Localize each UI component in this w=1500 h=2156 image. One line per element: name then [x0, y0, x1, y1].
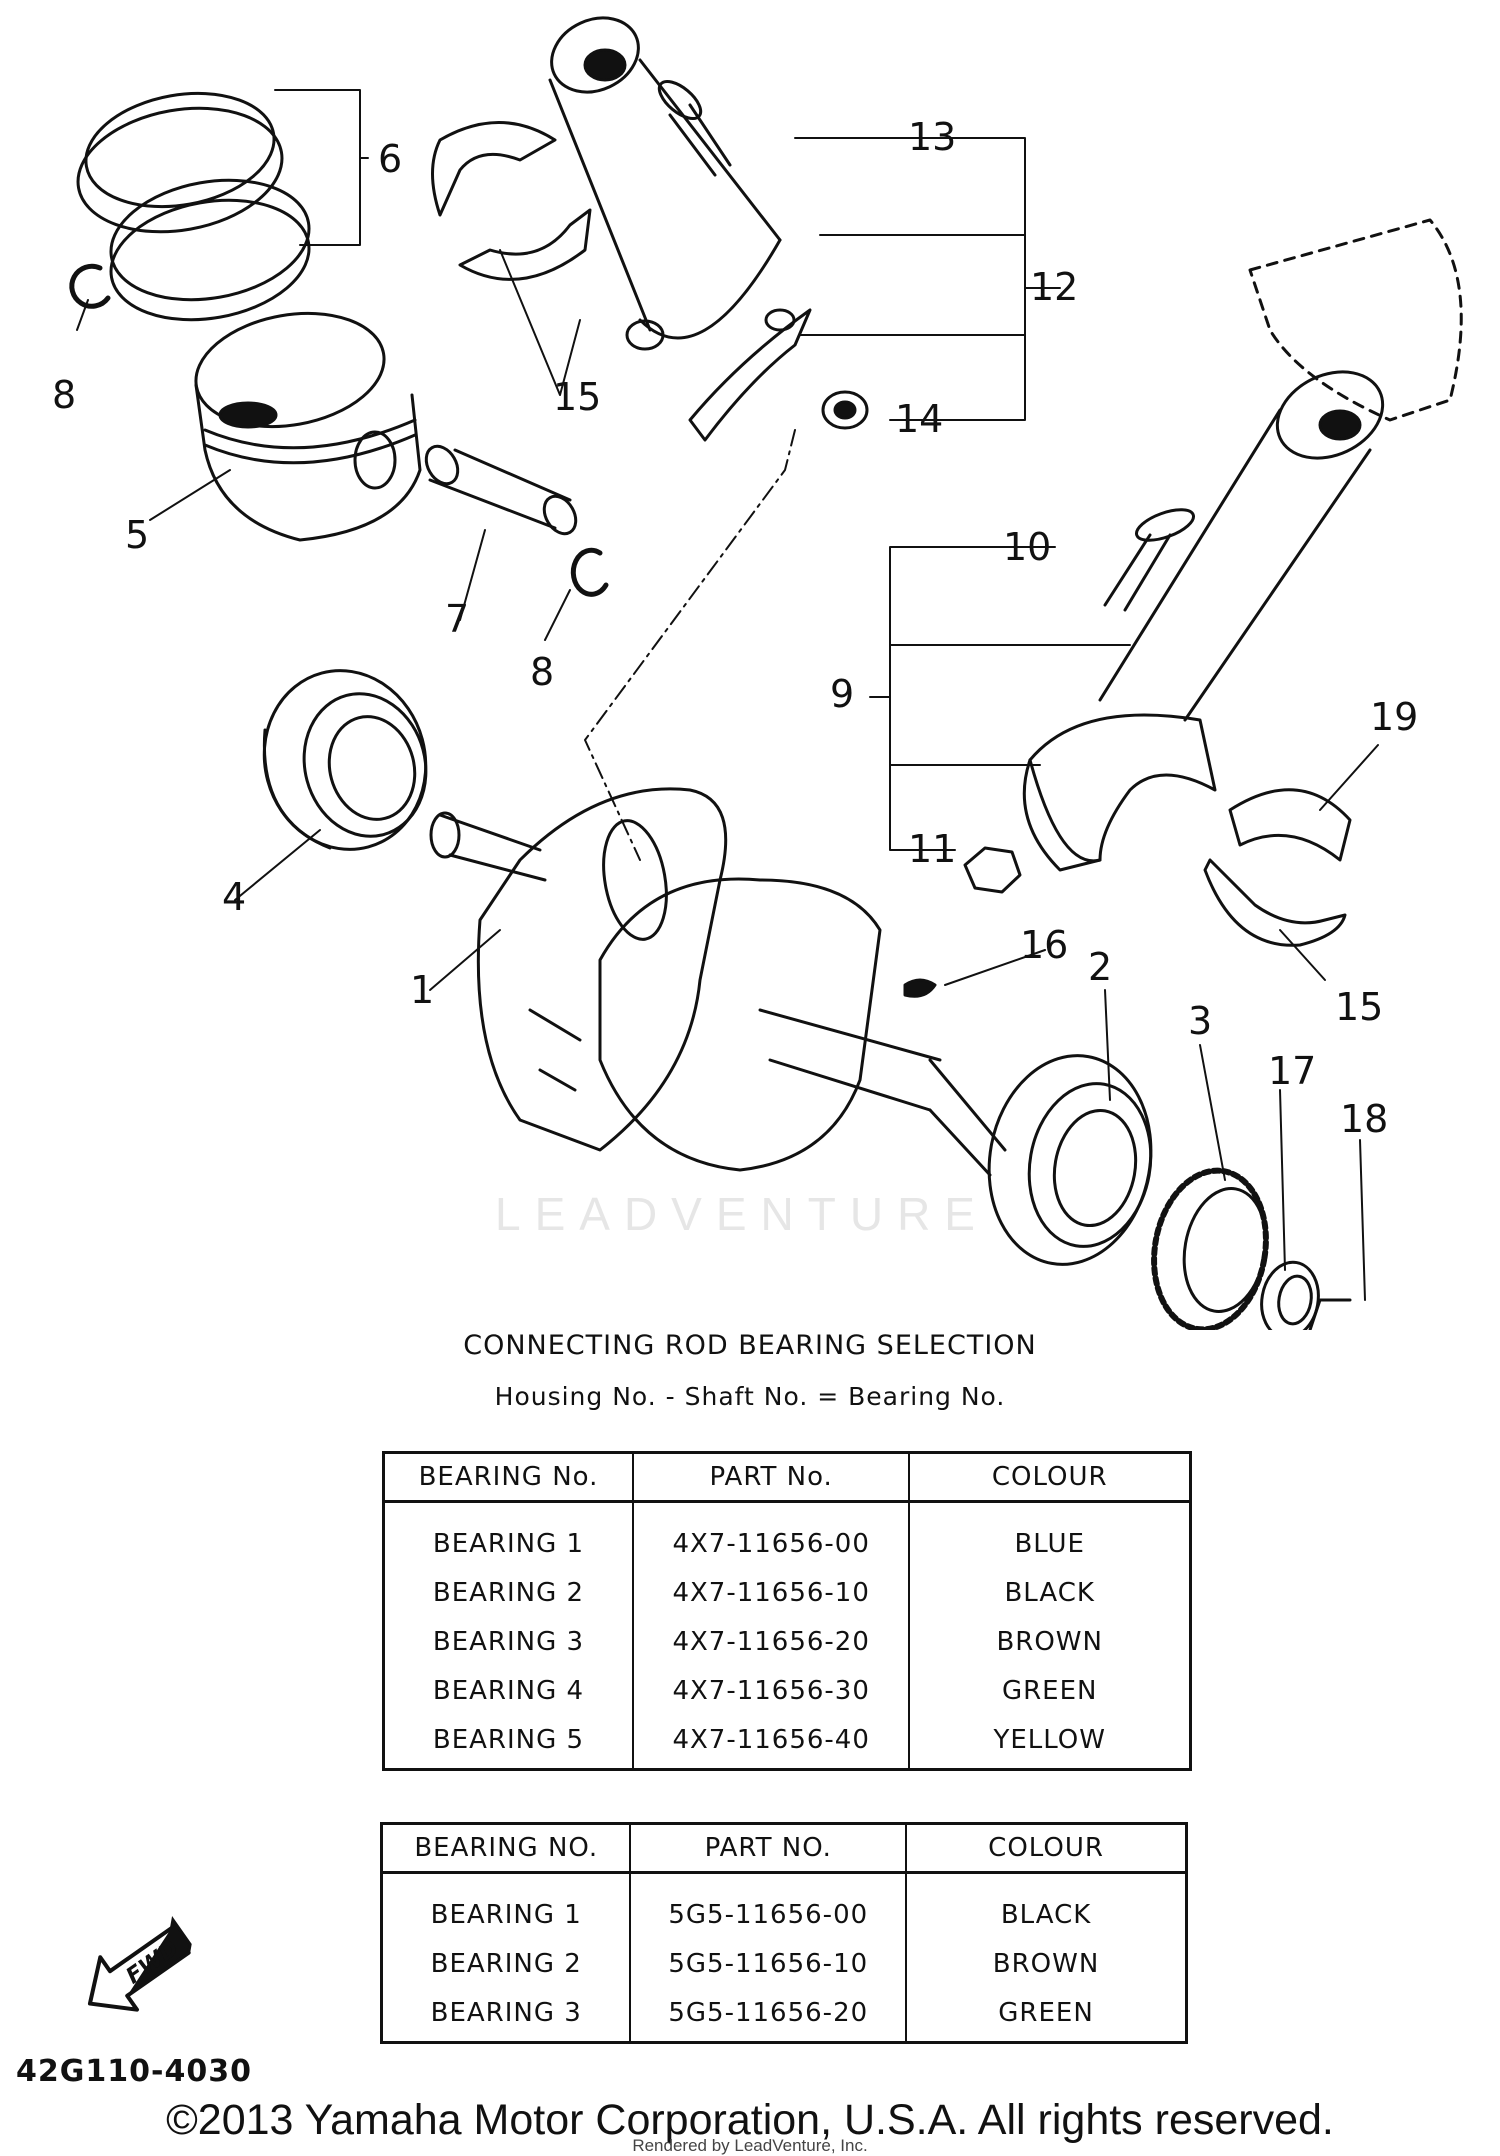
leader-lines	[76, 89, 1379, 1301]
part-no-cell: 5G5-11656-00	[630, 1872, 908, 1939]
callout-9: 9	[830, 672, 854, 716]
bearing-shells-lower	[1203, 788, 1352, 947]
part-no-cell: 4X7-11656-20	[632, 1617, 911, 1666]
woodruff-key	[903, 978, 937, 998]
table-row: BEARING 2 5G5-11656-10 BROWN	[381, 1939, 1187, 1988]
piston-pin	[424, 444, 578, 536]
bearing-no-cell: BEARING 1	[383, 1501, 634, 1568]
connecting-rod-lower	[1022, 218, 1463, 872]
connecting-rod-upper	[548, 16, 812, 442]
table-row: BEARING 3 5G5-11656-20 GREEN	[381, 1988, 1187, 2043]
table-row: BEARING 3 4X7-11656-20 BROWN	[383, 1617, 1191, 1666]
callout-8-left: 8	[52, 373, 76, 417]
callout-5: 5	[125, 513, 149, 557]
table-header-part-no: PART NO.	[630, 1823, 908, 1874]
bearing-no-cell: BEARING 2	[383, 1568, 634, 1617]
bearing-no-cell: BEARING 2	[381, 1939, 632, 1988]
colour-cell: BLACK	[1000, 1899, 1092, 1930]
bearing-no-cell: BEARING 3	[383, 1617, 634, 1666]
callout-17: 17	[1268, 1049, 1316, 1093]
piston-pin-clip-right	[570, 547, 609, 597]
callout-3: 3	[1188, 999, 1212, 1043]
table-header-bearing-no: BEARING No.	[383, 1452, 634, 1503]
table-row: BEARING 5 4X7-11656-40 YELLOW	[383, 1715, 1191, 1770]
rod-bolt-upper	[657, 79, 732, 177]
part-no-cell: 5G5-11656-20	[630, 1988, 908, 2043]
colour-cell: GREEN	[998, 1997, 1094, 2028]
bearing-table-4x7: BEARING No. PART No. COLOUR BEARING 1 4X…	[382, 1451, 1192, 1771]
callout-18: 18	[1340, 1097, 1388, 1141]
table-header-bearing-no: BEARING NO.	[381, 1823, 632, 1874]
callout-10: 10	[1003, 525, 1051, 569]
primary-drive-gear	[1151, 1167, 1269, 1330]
rod-bolt-lower	[1103, 508, 1195, 612]
table-header-part-no: PART No.	[632, 1452, 911, 1503]
crankshaft-nut	[1308, 1298, 1352, 1330]
piston-pin-clip-left	[69, 263, 111, 309]
callout-1: 1	[410, 968, 434, 1012]
bearing-no-cell: BEARING 1	[381, 1872, 632, 1939]
colour-cell: BROWN	[996, 1626, 1103, 1657]
table-row: BEARING 4 4X7-11656-30 GREEN	[383, 1666, 1191, 1715]
bearing-right	[987, 1054, 1153, 1266]
part-no-cell: 4X7-11656-10	[632, 1568, 911, 1617]
watermark: LEADVENTURE	[495, 1188, 989, 1240]
piston-rings	[76, 91, 311, 322]
callout-15-upper: 15	[553, 375, 601, 419]
bearing-no-cell: BEARING 3	[381, 1988, 632, 2043]
table-row: BEARING 2 4X7-11656-10 BLACK	[383, 1568, 1191, 1617]
callout-6: 6	[378, 137, 402, 181]
bearing-no-cell: BEARING 4	[383, 1666, 634, 1715]
table-header-colour: COLOUR	[909, 1452, 1191, 1503]
callout-4: 4	[222, 875, 246, 919]
bearing-no-cell: BEARING 5	[383, 1715, 634, 1770]
callout-16: 16	[1020, 923, 1068, 967]
callout-13: 13	[908, 115, 956, 159]
callout-14: 14	[895, 397, 943, 441]
bearing-table-5g5: BEARING NO. PART NO. COLOUR BEARING 1 5G…	[380, 1822, 1188, 2044]
table-row: BEARING 1 5G5-11656-00 BLACK	[381, 1872, 1187, 1939]
colour-cell: BLACK	[1004, 1577, 1095, 1608]
part-no-cell: 4X7-11656-00	[632, 1501, 911, 1568]
table-row: BEARING 1 4X7-11656-00 BLUE	[383, 1501, 1191, 1568]
bearing-selection-title: CONNECTING ROD BEARING SELECTION	[463, 1330, 1037, 1361]
bearing-selection-formula: Housing No. - Shaft No. = Bearing No.	[494, 1382, 1006, 1411]
callout-19: 19	[1370, 695, 1418, 739]
colour-cell: GREEN	[1001, 1675, 1098, 1706]
colour-cell: YELLOW	[993, 1724, 1106, 1755]
rendered-by-notice: Rendered by LeadVenture, Inc.	[632, 2136, 868, 2155]
bearing-shells-upper	[431, 121, 592, 281]
part-no-cell: 5G5-11656-10	[630, 1939, 908, 1988]
colour-cell: BROWN	[992, 1948, 1100, 1979]
diagram-reference-code: 42G110-4030	[16, 2054, 252, 2089]
colour-cell: BLUE	[1014, 1528, 1085, 1559]
callout-11: 11	[908, 827, 956, 871]
table-header-colour: COLOUR	[906, 1823, 1187, 1874]
callout-8-right: 8	[530, 650, 554, 694]
rod-nut-upper	[821, 390, 869, 430]
part-no-cell: 4X7-11656-30	[632, 1666, 911, 1715]
callout-7: 7	[445, 597, 469, 641]
part-no-cell: 4X7-11656-40	[632, 1715, 911, 1770]
piston	[194, 311, 422, 542]
copyright-notice: ©2013 Yamaha Motor Corporation, U.S.A. A…	[166, 2096, 1334, 2144]
callout-12: 12	[1030, 265, 1078, 309]
callout-15-lower: 15	[1335, 985, 1383, 1029]
bearing-left	[262, 669, 428, 851]
crankshaft	[429, 787, 1007, 1177]
callout-2: 2	[1088, 945, 1112, 989]
exploded-parts-diagram: LEADVENTURE	[52, 16, 1463, 1330]
rod-nut-lower	[963, 846, 1022, 894]
forward-arrow-icon: FWD	[87, 1915, 192, 2012]
